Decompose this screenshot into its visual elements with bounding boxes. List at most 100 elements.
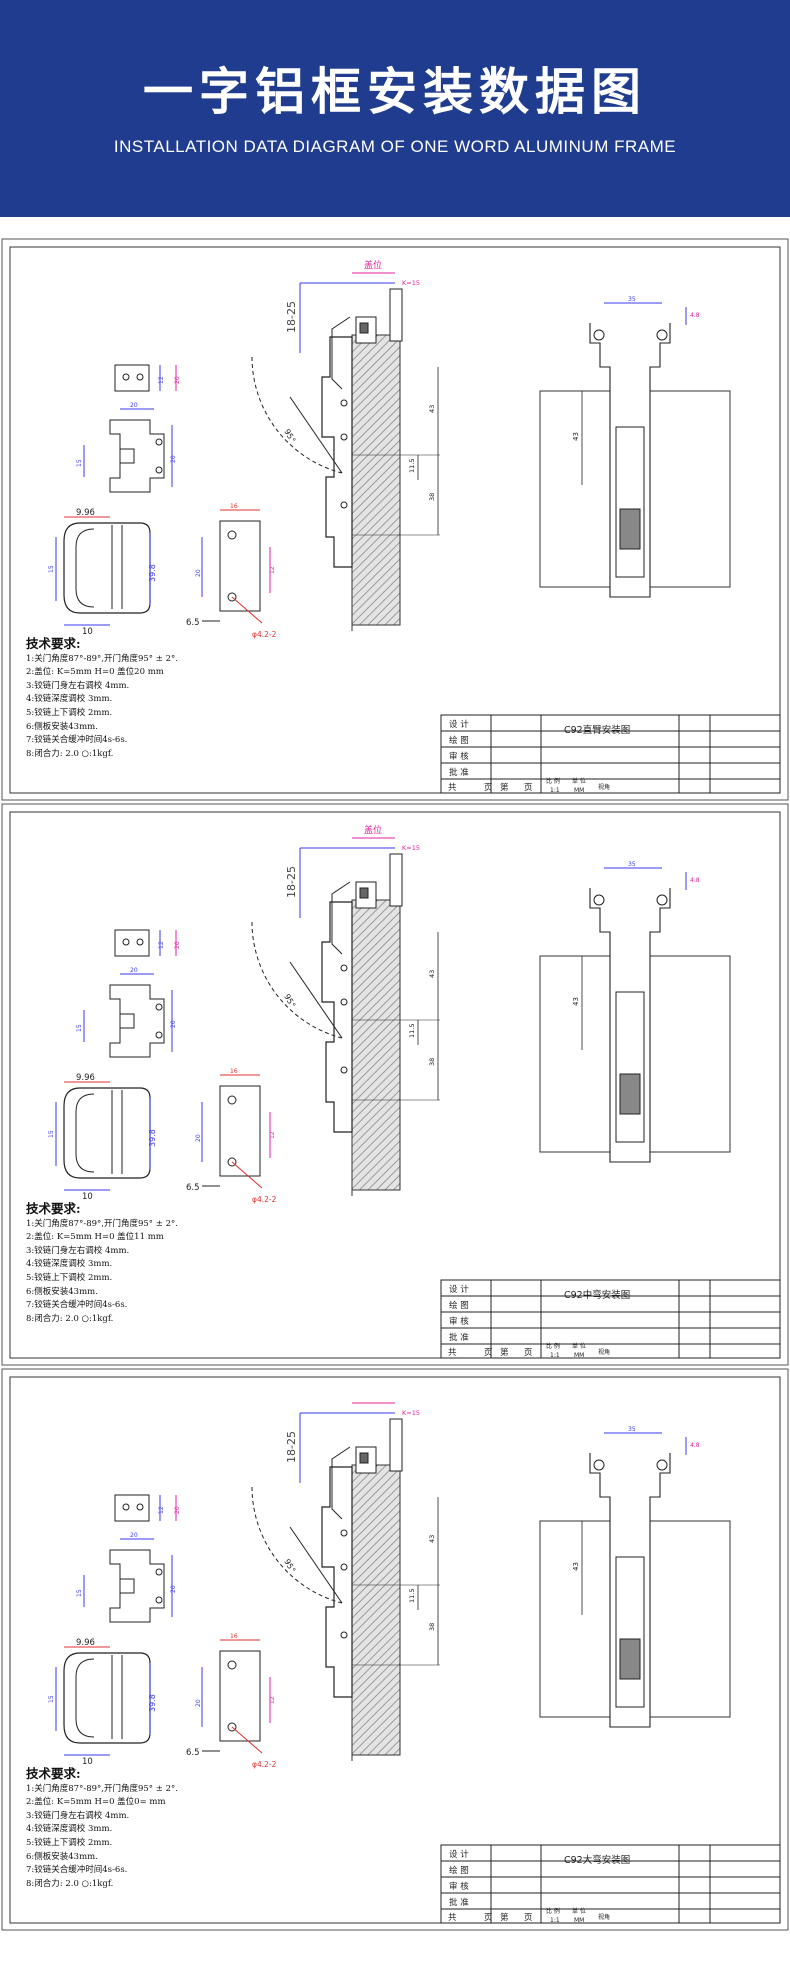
tech-line: 3:铰链门身左右调校 4mm. xyxy=(26,1245,130,1256)
plate-hole xyxy=(136,938,144,946)
top-screw xyxy=(593,329,605,341)
dimension-label: K=15 xyxy=(402,279,420,287)
dimension-label: 35 xyxy=(628,296,636,303)
tech-line: 8:闭合力: 2.0 ○:1kgf. xyxy=(26,1313,114,1324)
page-title: 一字铝框安装数据图 xyxy=(143,63,647,121)
title-label: 页 xyxy=(484,1913,493,1923)
title-label: 比 例 xyxy=(546,1342,560,1350)
hinge-link xyxy=(331,316,351,390)
dimension-label: 43 xyxy=(572,432,580,441)
cabinet-side-panel xyxy=(351,334,401,626)
top-screw xyxy=(656,329,668,341)
title-label: 单 位 xyxy=(572,1907,586,1915)
dimension-label: 9.96 xyxy=(76,1638,95,1648)
dimension-label: 39.8 xyxy=(148,1129,157,1147)
dimension-label: 11.5 xyxy=(408,1589,416,1603)
dimension-label: 6.5 xyxy=(186,1183,200,1193)
mount-hole xyxy=(227,1157,237,1167)
dimension-label: 38 xyxy=(428,1058,436,1066)
title-label: 审 核 xyxy=(449,1881,469,1892)
title-label: 设 计 xyxy=(449,1284,469,1295)
opening-arc xyxy=(251,356,343,474)
dimension-label: 12 xyxy=(158,1506,165,1514)
title-block-frame xyxy=(440,1279,781,1359)
arm-screw xyxy=(340,1529,348,1537)
tech-line: 6:侧板安装43mm. xyxy=(26,721,98,732)
tech-line: 3:铰链门身左右调校 4mm. xyxy=(26,680,130,691)
dimension-label: 39.8 xyxy=(148,564,157,582)
dimension-label: 43 xyxy=(428,1535,436,1543)
hinge-arm xyxy=(321,1466,353,1698)
title-label: 共 xyxy=(448,1348,457,1358)
hinge-cup xyxy=(63,522,151,614)
dimension-label: 15 xyxy=(76,459,83,467)
sheet-inner-border xyxy=(9,811,781,1359)
dimension-label: 20 xyxy=(174,1506,181,1514)
dimension-label: 18-25 xyxy=(285,1431,298,1463)
title-label: 审 核 xyxy=(449,1316,469,1327)
title-label: 1:1 xyxy=(550,1352,560,1359)
title-label: 批 准 xyxy=(449,1332,469,1343)
dimension-label: 9.96 xyxy=(76,508,95,518)
title-block-frame xyxy=(440,1844,781,1924)
title-label: MM xyxy=(574,1352,584,1359)
title-label: 第 xyxy=(500,782,509,793)
tech-heading: 技术要求: xyxy=(26,1766,81,1781)
tech-line: 7:铰链关合缓冲时间4s-6s. xyxy=(26,1865,128,1876)
title-label: 页 xyxy=(524,1348,533,1358)
dimension-label: 16 xyxy=(230,503,238,510)
mount-plate xyxy=(219,1085,261,1177)
dimension-label: 12 xyxy=(158,941,165,949)
mount-hole xyxy=(227,1660,237,1670)
tech-line: 2:盖位: K=5mm H=0 盖位11 mm xyxy=(26,1232,164,1243)
dimension-label: 4.8 xyxy=(690,312,700,319)
door-edge xyxy=(389,853,403,907)
bracket-hole xyxy=(155,1003,163,1011)
small-plate xyxy=(114,1494,150,1522)
title-label: 共 xyxy=(448,783,457,793)
cover-label: 盖位 xyxy=(364,824,382,836)
title-label: 绘 图 xyxy=(449,1865,469,1876)
dimension-label: 43 xyxy=(428,405,436,413)
dimension-label: 39.8 xyxy=(148,1694,157,1712)
dimension-label: 12 xyxy=(269,566,276,574)
tech-line: 7:铰链关合缓冲时间4s-6s. xyxy=(26,1300,128,1311)
dimension-label: 38 xyxy=(428,493,436,501)
title-label: 页 xyxy=(484,1348,493,1358)
title-label: 单 位 xyxy=(572,777,586,785)
title-label: 视角 xyxy=(598,783,610,791)
dimension-label: 12 xyxy=(269,1696,276,1704)
dimension-label: 95° xyxy=(282,428,297,445)
dimension-label: 18-25 xyxy=(285,301,298,333)
top-screw xyxy=(656,894,668,906)
door-edge xyxy=(389,288,403,342)
dimension-label: 20 xyxy=(130,402,138,409)
cabinet-side-panel xyxy=(351,899,401,1191)
hinge-arm xyxy=(321,336,353,568)
tech-line: 5:铰链上下调校 2mm. xyxy=(26,1272,113,1283)
dimension-label: 20 xyxy=(170,455,177,463)
dimension-label: φ4.2-2 xyxy=(252,630,277,639)
dimension-label: 20 xyxy=(195,1134,202,1142)
opening-arc xyxy=(251,1486,343,1604)
opening-ray xyxy=(289,1526,343,1604)
mount-hole xyxy=(227,530,237,540)
dimension-label: 11.5 xyxy=(408,459,416,473)
top-screw xyxy=(593,894,605,906)
tech-heading: 技术要求: xyxy=(26,1201,81,1216)
dimension-label: φ4.2-2 xyxy=(252,1195,277,1204)
dimension-label: 20 xyxy=(170,1020,177,1028)
dim-line xyxy=(231,596,263,624)
title-label: 设 计 xyxy=(449,1849,469,1860)
hinge-cup xyxy=(63,1652,151,1744)
mount-plate xyxy=(219,1650,261,1742)
bracket-outline xyxy=(109,984,165,1058)
plate-hole xyxy=(136,1503,144,1511)
title-label: 比 例 xyxy=(546,1907,560,1915)
sheet-inner-border xyxy=(9,246,781,794)
dimension-label: 10 xyxy=(82,1757,93,1767)
tech-line: 1:关门角度87°-89°,开门角度95° ± 2°. xyxy=(26,653,178,664)
